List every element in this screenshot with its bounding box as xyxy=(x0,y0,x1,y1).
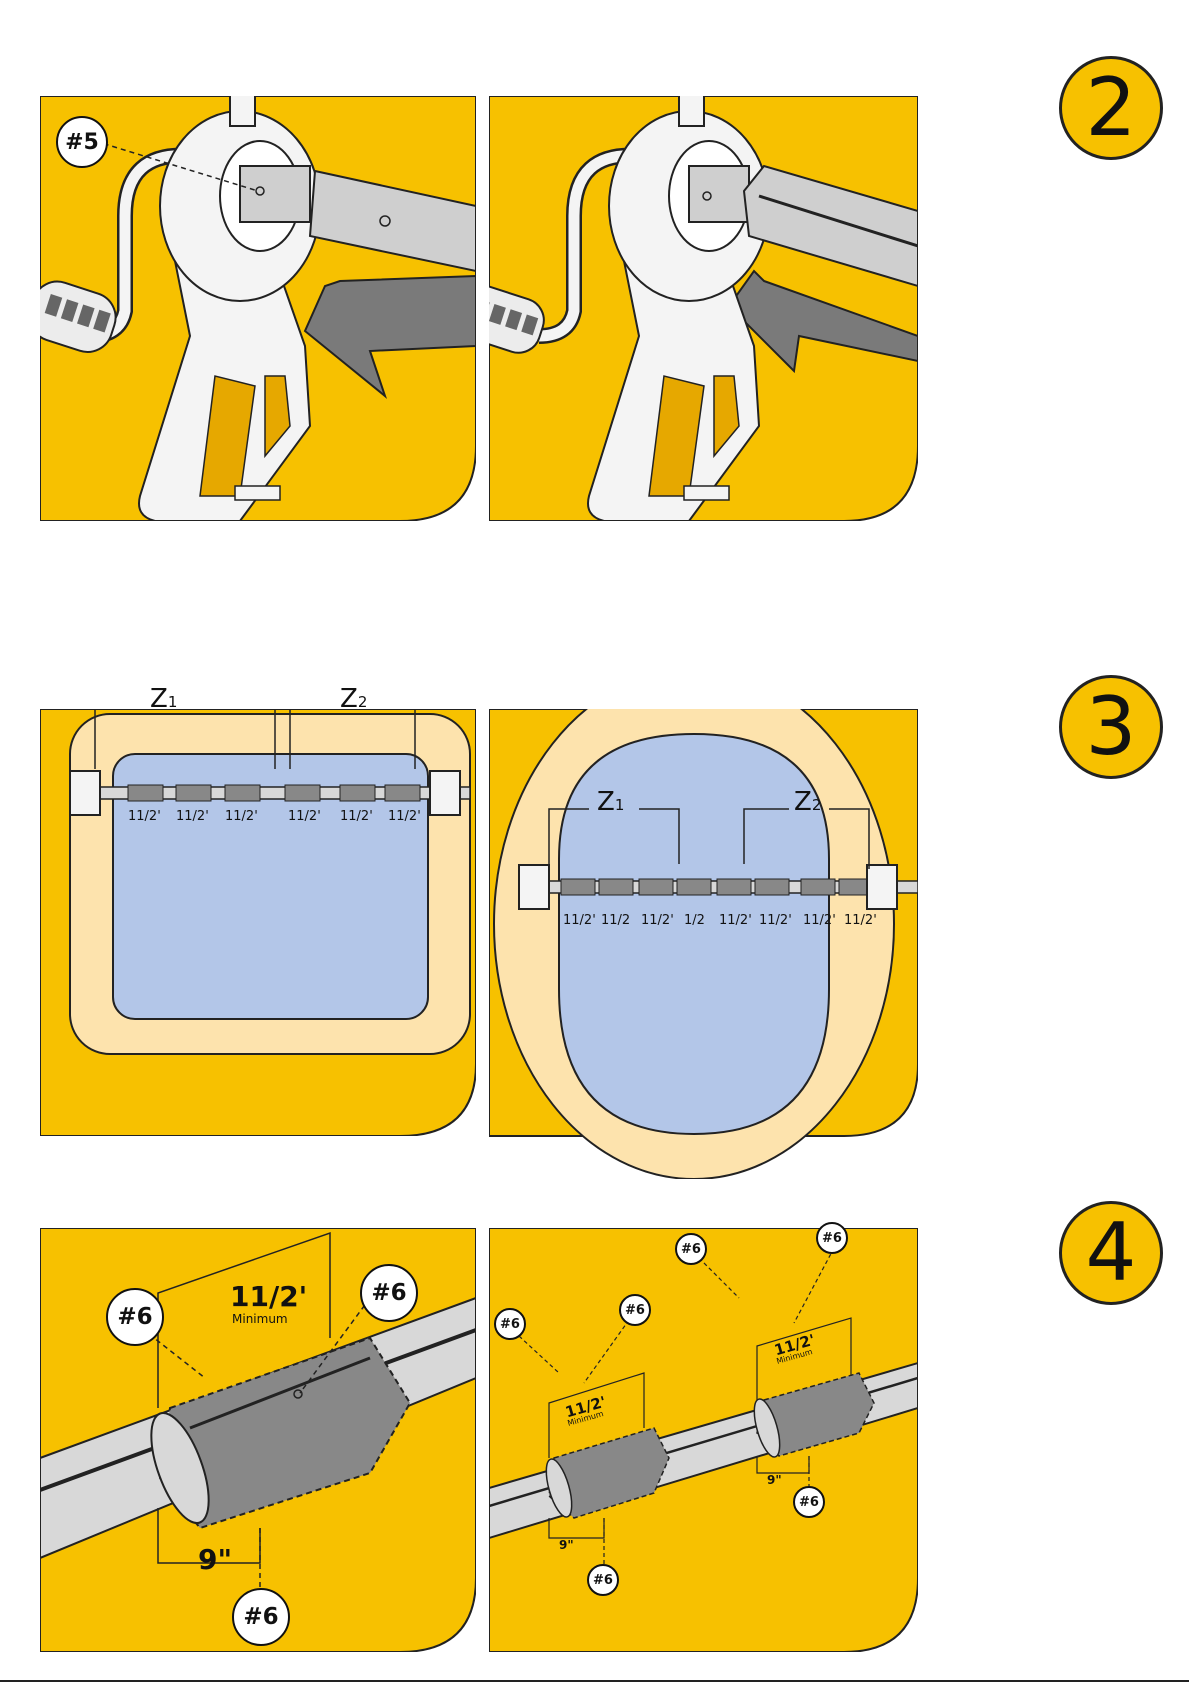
spacing-label: 11/2' xyxy=(803,913,836,928)
callout-6: #6 xyxy=(360,1264,418,1322)
step4-right-panel: #6 #6 #6 #6 #6 #6 11/2' Minimum 9" 11/2'… xyxy=(489,1228,918,1652)
step4-left-panel: #6 #6 #6 11/2' Minimum 9" xyxy=(40,1228,476,1652)
step-number-3: 3 xyxy=(1059,675,1163,779)
callout-6: #6 xyxy=(675,1233,707,1265)
zone-label-z2: Z2 xyxy=(794,787,821,817)
page-bottom-rule xyxy=(0,1680,1189,1682)
spacing-label: 11/2' xyxy=(388,809,421,824)
spacing-label: 11/2' xyxy=(128,809,161,824)
reel-left xyxy=(70,771,100,815)
step3-left-panel: Z1 Z2 11/2' 11/2' 11/2' 11/2' 11/2' 11/2… xyxy=(40,709,476,1136)
spacing-label: 11/2 xyxy=(601,913,630,928)
spacing-label: 1/2 xyxy=(684,913,705,928)
callout-6: #6 xyxy=(587,1564,619,1596)
length-label: 11/2' xyxy=(230,1280,307,1313)
callout-5: #5 xyxy=(56,116,108,168)
step4-right-illustration xyxy=(489,1228,918,1652)
spacing-label: 11/2' xyxy=(225,809,258,824)
step3-right-illustration xyxy=(489,709,918,1179)
step3-right-panel: Z1 Z2 11/2' 11/2 11/2' 1/2 11/2' 11/2' 1… xyxy=(489,709,918,1136)
step2-left-illustration xyxy=(40,96,476,521)
callout-6: #6 xyxy=(106,1288,164,1346)
overlap-label: 9" xyxy=(767,1473,782,1487)
spacing-label: 11/2' xyxy=(563,913,596,928)
step2-right-panel xyxy=(489,96,918,521)
step2-left-panel: #5 xyxy=(40,96,476,521)
zone-label-z1: Z1 xyxy=(597,787,624,817)
spacing-label: 11/2' xyxy=(288,809,321,824)
reel-right xyxy=(867,865,897,909)
spacing-label: 11/2' xyxy=(844,913,877,928)
callout-6: #6 xyxy=(232,1588,290,1646)
spacing-label: 11/2' xyxy=(176,809,209,824)
zone-label-z1: Z1 xyxy=(150,684,177,714)
step2-right-illustration xyxy=(489,96,918,521)
spacing-label: 11/2' xyxy=(641,913,674,928)
callout-6: #6 xyxy=(619,1294,651,1326)
reel-left xyxy=(519,865,549,909)
callout-6: #6 xyxy=(793,1486,825,1518)
spacing-label: 11/2' xyxy=(719,913,752,928)
spacing-label: 11/2' xyxy=(340,809,373,824)
callout-6: #6 xyxy=(816,1222,848,1254)
step-number-2: 2 xyxy=(1059,56,1163,160)
spacing-label: 11/2' xyxy=(759,913,792,928)
reel-right xyxy=(430,771,460,815)
step3-left-illustration xyxy=(40,709,476,1136)
step-number-4: 4 xyxy=(1059,1201,1163,1305)
overlap-label: 9" xyxy=(198,1543,232,1576)
overlap-label: 9" xyxy=(559,1538,574,1552)
zone-label-z2: Z2 xyxy=(340,684,367,714)
minimum-label: Minimum xyxy=(232,1312,288,1326)
callout-6: #6 xyxy=(494,1308,526,1340)
